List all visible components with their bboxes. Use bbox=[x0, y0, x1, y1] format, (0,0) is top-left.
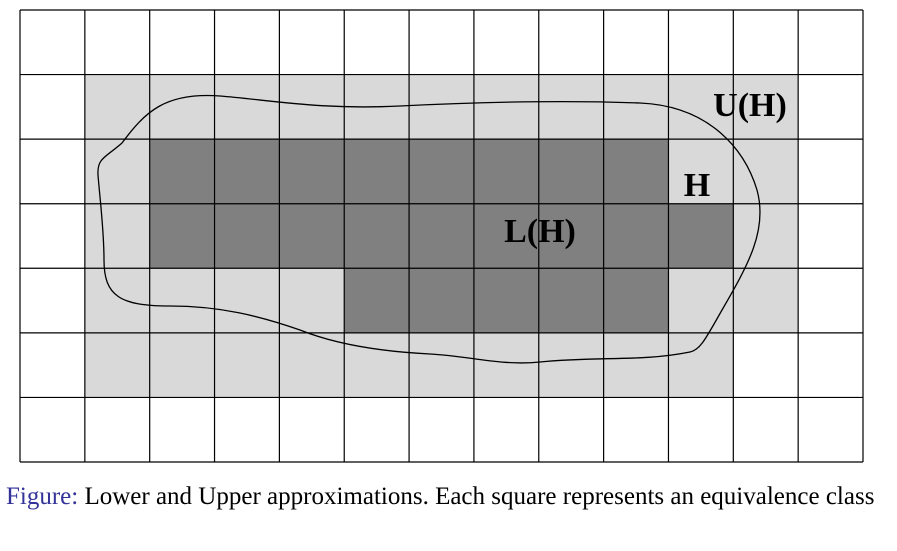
cells-layer bbox=[84, 74, 799, 398]
upper-approximation-cell bbox=[733, 203, 799, 269]
upper-approximation-cell bbox=[84, 74, 150, 140]
lower-approximation-cell bbox=[279, 203, 345, 269]
lower-approximation-cell bbox=[149, 139, 215, 204]
upper-approximation-cell bbox=[409, 74, 474, 140]
grid-lines bbox=[19, 9, 864, 463]
upper-approximation-cell bbox=[733, 139, 799, 204]
upper-approximation-cell bbox=[84, 268, 150, 333]
upper-approximation-cell bbox=[279, 268, 345, 333]
lower-approximation-cell bbox=[473, 139, 539, 204]
lower-approximation-label: L(H) bbox=[504, 213, 576, 250]
figure-caption: Figure: Lower and Upper approximations. … bbox=[6, 480, 886, 514]
upper-approximation-cell bbox=[344, 332, 410, 398]
lower-approximation-cell bbox=[344, 203, 410, 269]
lower-approximation-cell bbox=[473, 268, 539, 333]
upper-approximation-cell bbox=[214, 332, 280, 398]
upper-approximation-cell bbox=[409, 332, 474, 398]
upper-approximation-cell bbox=[668, 74, 734, 140]
upper-approximation-cell bbox=[149, 268, 215, 333]
lower-approximation-cell bbox=[409, 139, 474, 204]
upper-approximation-cell bbox=[733, 74, 799, 140]
set-label: H bbox=[684, 167, 710, 204]
upper-approximation-cell bbox=[733, 268, 799, 333]
lower-approximation-cell bbox=[668, 203, 734, 269]
upper-approximation-cell bbox=[603, 74, 669, 140]
lower-approximation-cell bbox=[214, 139, 280, 204]
lower-approximation-cell bbox=[538, 203, 604, 269]
lower-approximation-cell bbox=[603, 203, 669, 269]
upper-approximation-cell bbox=[84, 332, 150, 398]
upper-approximation-label: U(H) bbox=[713, 87, 787, 124]
upper-approximation-cell bbox=[668, 139, 734, 204]
lower-approximation-cell bbox=[279, 139, 345, 204]
rough-set-figure: U(H) H L(H) bbox=[19, 9, 864, 463]
upper-approximation-cell bbox=[538, 332, 604, 398]
upper-approximation-cell bbox=[603, 332, 669, 398]
upper-approximation-cell bbox=[84, 203, 150, 269]
lower-approximation-cell bbox=[538, 139, 604, 204]
lower-approximation-cell bbox=[603, 139, 669, 204]
lower-approximation-cell bbox=[149, 203, 215, 269]
set-h-outline bbox=[97, 94, 761, 364]
upper-approximation-cell bbox=[538, 74, 604, 140]
caption-text: Lower and Upper approximations. Each squ… bbox=[78, 483, 875, 510]
lower-approximation-cell bbox=[409, 268, 474, 333]
upper-approximation-cell bbox=[84, 139, 150, 204]
lower-approximation-cell bbox=[214, 203, 280, 269]
upper-approximation-cell bbox=[149, 332, 215, 398]
lower-approximation-cell bbox=[603, 268, 669, 333]
upper-approximation-cell bbox=[279, 332, 345, 398]
lower-approximation-cell bbox=[538, 268, 604, 333]
upper-approximation-cell bbox=[214, 268, 280, 333]
rough-set-diagram: U(H) H L(H) bbox=[19, 9, 864, 463]
lower-approximation-cell bbox=[344, 139, 410, 204]
caption-prefix: Figure: bbox=[6, 483, 79, 510]
lower-approximation-cell bbox=[344, 268, 410, 333]
upper-approximation-cell bbox=[668, 268, 734, 333]
upper-approximation-cell bbox=[149, 74, 215, 140]
upper-approximation-cell bbox=[473, 74, 539, 140]
lower-approximation-cell bbox=[409, 203, 474, 269]
upper-approximation-cell bbox=[473, 332, 539, 398]
lower-approximation-cell bbox=[473, 203, 539, 269]
upper-approximation-cell bbox=[214, 74, 280, 140]
upper-approximation-cell bbox=[668, 332, 734, 398]
